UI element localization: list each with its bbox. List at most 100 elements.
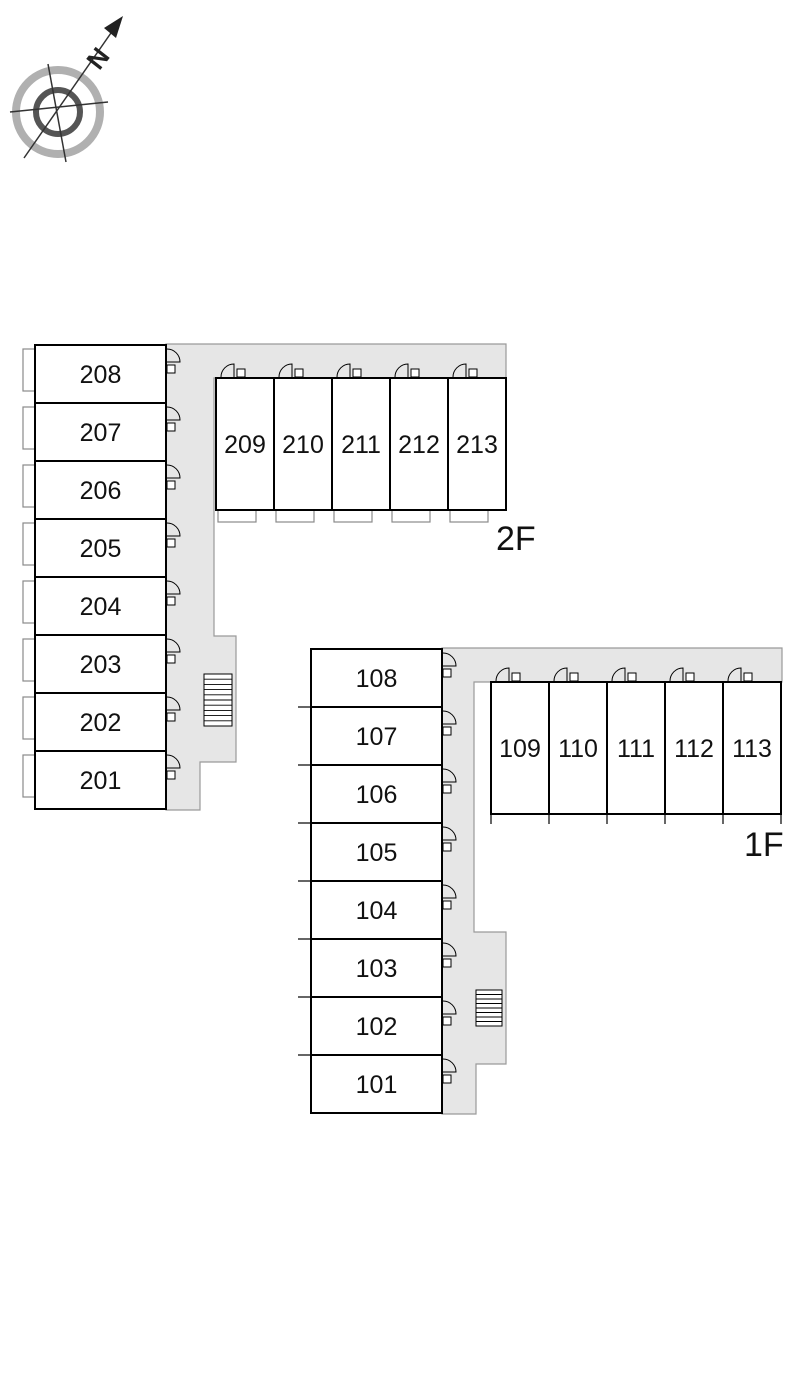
room-203[interactable]: 203 xyxy=(22,634,181,694)
room-number: 202 xyxy=(80,709,122,737)
room-210[interactable]: 210 xyxy=(273,363,333,523)
door-mark xyxy=(569,672,579,682)
room-box xyxy=(310,938,443,998)
door-icon xyxy=(166,464,181,479)
room-212[interactable]: 212 xyxy=(389,363,449,523)
room-106[interactable]: 106 xyxy=(310,764,457,824)
balcony xyxy=(275,509,315,523)
room-box xyxy=(34,750,167,810)
door-mark xyxy=(442,1016,452,1026)
room-103[interactable]: 103 xyxy=(310,938,457,998)
room-207[interactable]: 207 xyxy=(22,402,181,462)
room-box xyxy=(34,634,167,694)
door-mark xyxy=(442,900,452,910)
room-box xyxy=(548,681,608,815)
door-mark xyxy=(442,726,452,736)
room-107[interactable]: 107 xyxy=(310,706,457,766)
room-101[interactable]: 101 xyxy=(310,1054,457,1114)
stair-2f-icon xyxy=(203,673,233,727)
room-number: 101 xyxy=(356,1071,398,1099)
room-box xyxy=(310,706,443,766)
balcony xyxy=(22,348,36,392)
compass-outer-ring xyxy=(12,66,104,158)
room-102[interactable]: 102 xyxy=(310,996,457,1056)
room-number: 109 xyxy=(499,735,541,763)
balcony xyxy=(22,754,36,798)
door-icon xyxy=(442,1000,457,1015)
balcony xyxy=(22,580,36,624)
room-202[interactable]: 202 xyxy=(22,692,181,752)
room-206[interactable]: 206 xyxy=(22,460,181,520)
door-icon xyxy=(442,942,457,957)
door-icon xyxy=(166,638,181,653)
door-icon xyxy=(442,884,457,899)
room-211[interactable]: 211 xyxy=(331,363,391,523)
room-number: 105 xyxy=(356,839,398,867)
door-icon xyxy=(166,406,181,421)
room-number: 103 xyxy=(356,955,398,983)
room-box xyxy=(34,692,167,752)
door-mark xyxy=(294,368,304,378)
corridor-2f xyxy=(165,343,507,811)
door-icon xyxy=(669,667,684,682)
balcony xyxy=(22,406,36,450)
room-111[interactable]: 111 xyxy=(606,667,666,824)
door-icon xyxy=(442,652,457,667)
door-mark xyxy=(468,368,478,378)
door-icon xyxy=(166,522,181,537)
room-box xyxy=(310,822,443,882)
door-mark xyxy=(442,958,452,968)
room-104[interactable]: 104 xyxy=(310,880,457,940)
room-113[interactable]: 113 xyxy=(722,667,782,824)
door-mark xyxy=(627,672,637,682)
stair-1f-icon xyxy=(475,989,503,1027)
room-110[interactable]: 110 xyxy=(548,667,608,824)
door-mark xyxy=(442,668,452,678)
room-205[interactable]: 205 xyxy=(22,518,181,578)
room-108[interactable]: 108 xyxy=(310,648,457,708)
room-number: 203 xyxy=(80,651,122,679)
room-204[interactable]: 204 xyxy=(22,576,181,636)
compass-line-ns xyxy=(47,63,67,163)
door-icon xyxy=(166,696,181,711)
door-icon xyxy=(166,580,181,595)
room-201[interactable]: 201 xyxy=(22,750,181,810)
room-box xyxy=(34,576,167,636)
door-icon xyxy=(278,363,293,378)
floor-label-2f: 2F xyxy=(496,520,536,558)
room-112[interactable]: 112 xyxy=(664,667,724,824)
room-number: 207 xyxy=(80,419,122,447)
door-icon xyxy=(442,826,457,841)
balcony xyxy=(22,638,36,682)
room-number: 209 xyxy=(224,431,266,459)
balcony xyxy=(22,522,36,566)
room-209[interactable]: 209 xyxy=(215,363,275,523)
room-box xyxy=(310,764,443,824)
room-box xyxy=(310,880,443,940)
room-box xyxy=(34,518,167,578)
room-208[interactable]: 208 xyxy=(22,344,181,404)
door-mark xyxy=(236,368,246,378)
room-213[interactable]: 213 xyxy=(447,363,507,523)
door-mark xyxy=(743,672,753,682)
room-109[interactable]: 109 xyxy=(490,667,550,824)
room-number: 213 xyxy=(456,431,498,459)
floor-label-1f: 1F xyxy=(744,826,784,864)
room-number: 201 xyxy=(80,767,122,795)
door-icon xyxy=(611,667,626,682)
room-number: 107 xyxy=(356,723,398,751)
door-icon xyxy=(336,363,351,378)
balcony xyxy=(391,509,431,523)
room-box xyxy=(722,681,782,815)
door-mark xyxy=(685,672,695,682)
room-105[interactable]: 105 xyxy=(310,822,457,882)
balcony xyxy=(22,696,36,740)
balcony xyxy=(333,509,373,523)
room-number: 106 xyxy=(356,781,398,809)
door-icon xyxy=(394,363,409,378)
room-box xyxy=(310,1054,443,1114)
room-number: 112 xyxy=(674,735,714,763)
